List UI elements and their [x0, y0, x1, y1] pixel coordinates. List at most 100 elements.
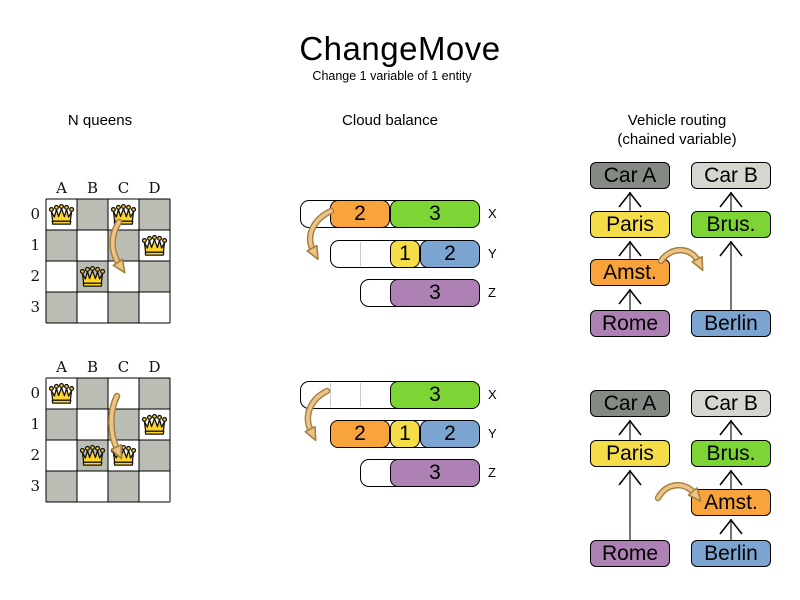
chain-arrowhead-icon — [618, 419, 642, 436]
process-block: 3 — [390, 459, 480, 487]
board-cell — [108, 292, 139, 323]
board-cell — [139, 292, 170, 323]
board-cell — [77, 199, 108, 230]
board-cell — [139, 261, 170, 292]
board-cell — [46, 409, 77, 440]
vehicle-node: Berlin — [691, 310, 771, 337]
vehicle-node: Paris — [590, 211, 670, 238]
vehicle-node: Amst. — [691, 489, 771, 516]
vehicle-node: Rome — [590, 540, 670, 567]
section-label-vehicle-line1: Vehicle routing — [627, 112, 727, 129]
vehicle-node: Car A — [590, 390, 670, 417]
chain-arrowhead-icon — [618, 469, 642, 486]
board-cell — [46, 471, 77, 502]
board-cell — [139, 230, 170, 261]
section-label-vehicle-line2: (chained variable) — [617, 131, 737, 148]
vehicle-node: Amst. — [590, 259, 670, 286]
move-arrow — [656, 483, 702, 502]
section-label-nqueens: N queens — [67, 112, 133, 129]
board-cell — [77, 292, 108, 323]
board-col-label: B — [86, 358, 99, 376]
board-row-label: 3 — [30, 298, 40, 316]
board-cell — [139, 471, 170, 502]
board-cell — [108, 230, 139, 261]
process-block: 3 — [390, 279, 480, 307]
computer-label: Z — [488, 285, 496, 300]
chain-arrowhead-icon — [719, 469, 743, 486]
chain-arrowhead-icon — [618, 191, 642, 208]
board-cell — [77, 440, 108, 471]
board-cell — [77, 471, 108, 502]
board-col-label: A — [56, 179, 67, 197]
process-block: 3 — [390, 381, 480, 409]
slot-divider-line — [360, 242, 361, 266]
board-cell — [77, 409, 108, 440]
board-row-label: 3 — [30, 477, 40, 495]
board-cell — [139, 378, 170, 409]
chain-arrowhead-icon — [719, 240, 743, 257]
section-label-cloud: Cloud balance — [342, 112, 438, 129]
computer-label: Z — [488, 465, 496, 480]
vehicle-node: Paris — [590, 440, 670, 467]
process-block: 1 — [390, 240, 420, 268]
board-cell — [108, 261, 139, 292]
board-cell — [77, 261, 108, 292]
computer-label: X — [488, 387, 497, 402]
board-cell — [46, 199, 77, 230]
computer-label: X — [488, 206, 497, 221]
board-col-label: B — [86, 179, 99, 197]
slot-divider-line — [330, 383, 331, 407]
board-col-label: D — [148, 179, 161, 197]
board-row-label: 1 — [30, 415, 40, 433]
board-cell — [46, 440, 77, 471]
board-col-label: C — [117, 179, 130, 197]
board-cell — [108, 378, 139, 409]
board-col-label: A — [56, 358, 67, 376]
computer-label: Y — [488, 426, 497, 441]
board-row-label: 0 — [30, 205, 40, 223]
vehicle-node: Brus. — [691, 211, 771, 238]
board-cell — [139, 409, 170, 440]
board-cell — [139, 440, 170, 471]
process-block: 3 — [390, 200, 480, 228]
process-block: 1 — [390, 420, 420, 448]
page-title: ChangeMove — [299, 30, 501, 67]
process-block: 2 — [420, 420, 480, 448]
chain-arrowhead-icon — [618, 240, 642, 257]
board-cell — [77, 230, 108, 261]
board-cell — [46, 378, 77, 409]
vehicle-node: Car A — [590, 162, 670, 189]
board-cell — [77, 378, 108, 409]
vehicle-node: Berlin — [691, 540, 771, 567]
board-cell — [108, 409, 139, 440]
vehicle-node: Car B — [691, 162, 771, 189]
vehicle-node: Rome — [590, 310, 670, 337]
board-cell — [108, 199, 139, 230]
board-col-label: C — [117, 358, 130, 376]
chain-arrowhead-icon — [618, 288, 642, 305]
board-cell — [46, 230, 77, 261]
board-cell — [139, 199, 170, 230]
board-cell — [46, 292, 77, 323]
page-subtitle: Change 1 variable of 1 entity — [312, 69, 472, 83]
process-block: 2 — [330, 420, 390, 448]
vehicle-node: Brus. — [691, 440, 771, 467]
move-arrow-outline — [654, 482, 698, 502]
board-cell — [46, 261, 77, 292]
vehicle-node: Car B — [691, 390, 771, 417]
board-row-label: 2 — [30, 446, 40, 464]
board-row-label: 0 — [30, 384, 40, 402]
board-col-label: D — [148, 358, 161, 376]
board-row-label: 2 — [30, 267, 40, 285]
chain-arrowhead-icon — [719, 518, 743, 535]
board-cell — [108, 440, 139, 471]
process-block: 2 — [420, 240, 480, 268]
section-label-vehicle: Vehicle routing (chained variable) — [587, 111, 767, 149]
chain-arrowhead-icon — [719, 191, 743, 208]
slot-divider-line — [360, 383, 361, 407]
chain-arrowhead-icon — [719, 419, 743, 436]
computer-label: Y — [488, 246, 497, 261]
board-row-label: 1 — [30, 236, 40, 254]
board-cell — [108, 471, 139, 502]
